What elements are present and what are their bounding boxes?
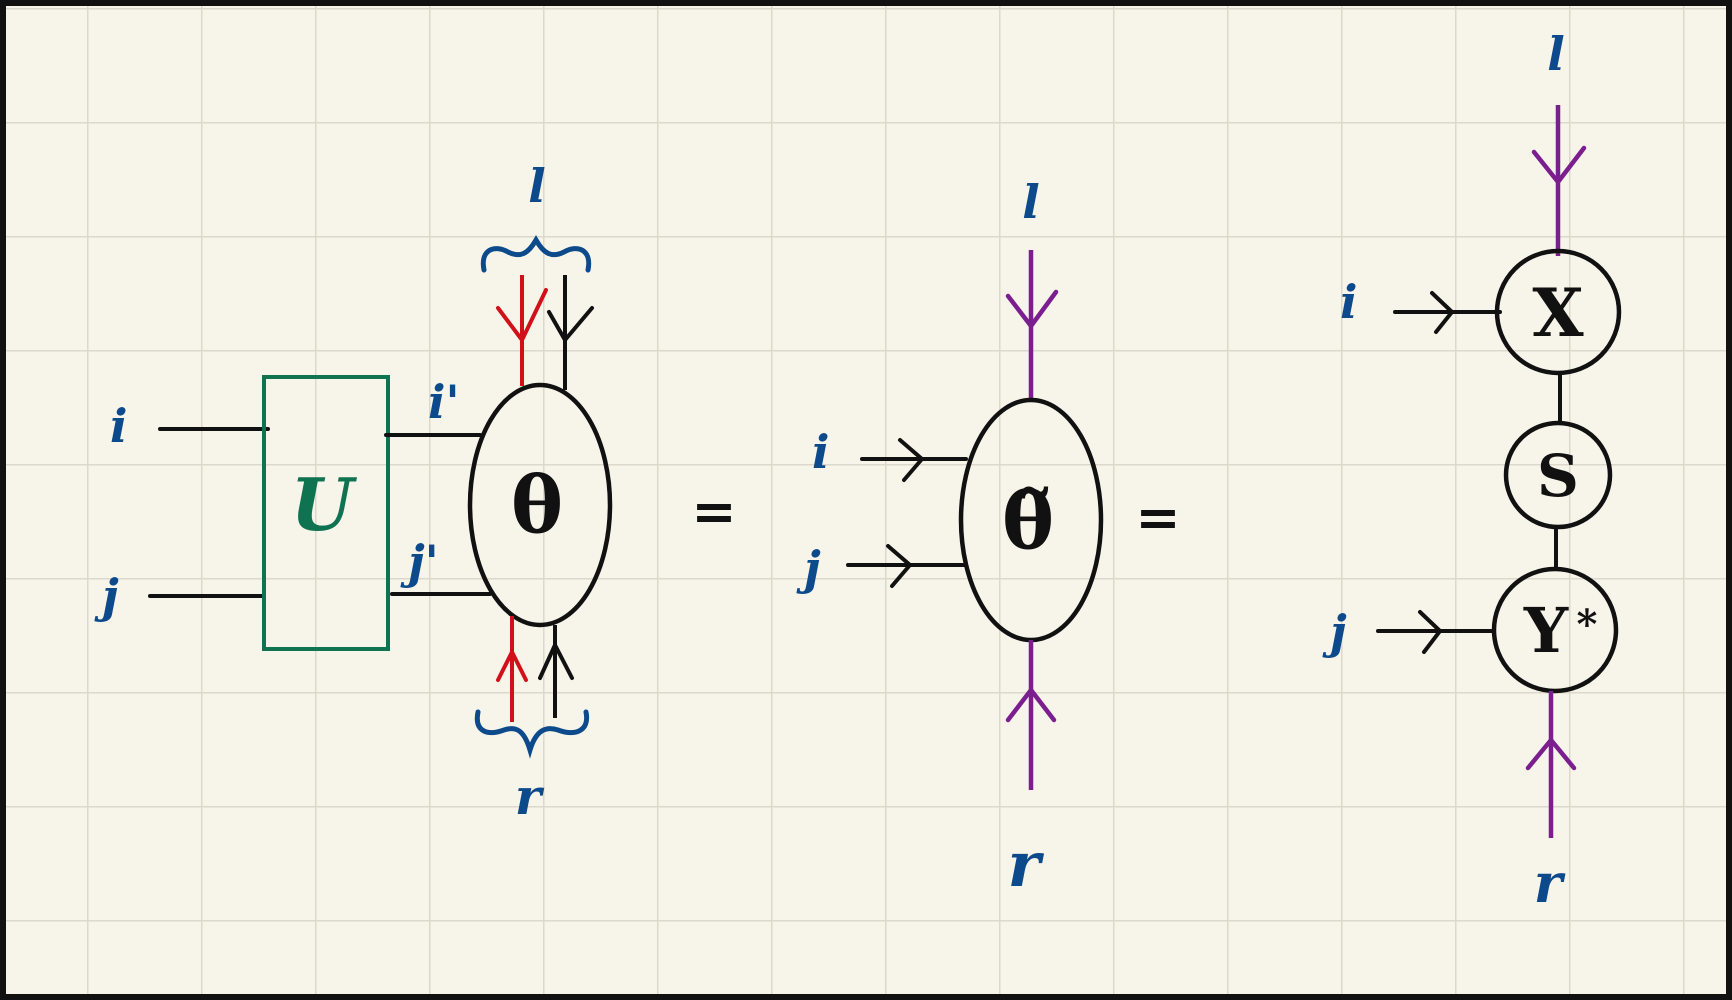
- brace-top: [480, 234, 592, 273]
- label-l: l: [528, 159, 545, 213]
- label-i-prime: i': [428, 375, 460, 429]
- diagram-1: i j U i' j' θ l r: [94, 159, 613, 826]
- label-r: r: [515, 767, 545, 826]
- equals-sign-1: =: [691, 479, 736, 543]
- label-r: r: [1008, 828, 1045, 901]
- label-r: r: [1534, 851, 1566, 915]
- bottom-leg-purple-arrow: [1525, 737, 1577, 771]
- equals-sign-2: =: [1135, 485, 1180, 549]
- label-l: l: [1547, 27, 1564, 81]
- theta-tilde-label: θ̃: [1002, 476, 1054, 567]
- unitary-box: [262, 375, 390, 651]
- theta-label: θ: [511, 460, 563, 551]
- theta-tensor: [467, 382, 613, 628]
- top-leg-red-arrow: [496, 288, 548, 342]
- label-i: i: [812, 425, 829, 479]
- wire-i-arrow: [1430, 291, 1454, 334]
- top-leg-purple-arrow: [1531, 145, 1587, 185]
- wire-i-arrow: [898, 438, 924, 482]
- label-l: l: [1022, 175, 1039, 229]
- node-y-star: [1491, 566, 1619, 694]
- top-leg-black-arrow: [547, 306, 594, 342]
- brace-bottom: [474, 709, 590, 759]
- bottom-leg-purple-arrow: [1005, 687, 1057, 723]
- bottom-leg-red-arrow: [496, 650, 528, 682]
- wire-j-arrow: [1418, 610, 1442, 654]
- node-x-label: X: [1532, 274, 1584, 352]
- top-leg-purple-arrow: [1005, 289, 1059, 329]
- node-y-star-mark: *: [1577, 601, 1598, 648]
- diagram-2: l i j θ̃ r: [796, 175, 1104, 901]
- unitary-label: U: [291, 462, 358, 547]
- node-y-label: Y: [1523, 594, 1569, 667]
- wire-j-arrow: [886, 544, 912, 588]
- node-s-label: S: [1537, 442, 1579, 510]
- label-i: i: [110, 399, 127, 453]
- bottom-leg-black-arrow: [538, 643, 574, 680]
- label-i: i: [1340, 275, 1357, 329]
